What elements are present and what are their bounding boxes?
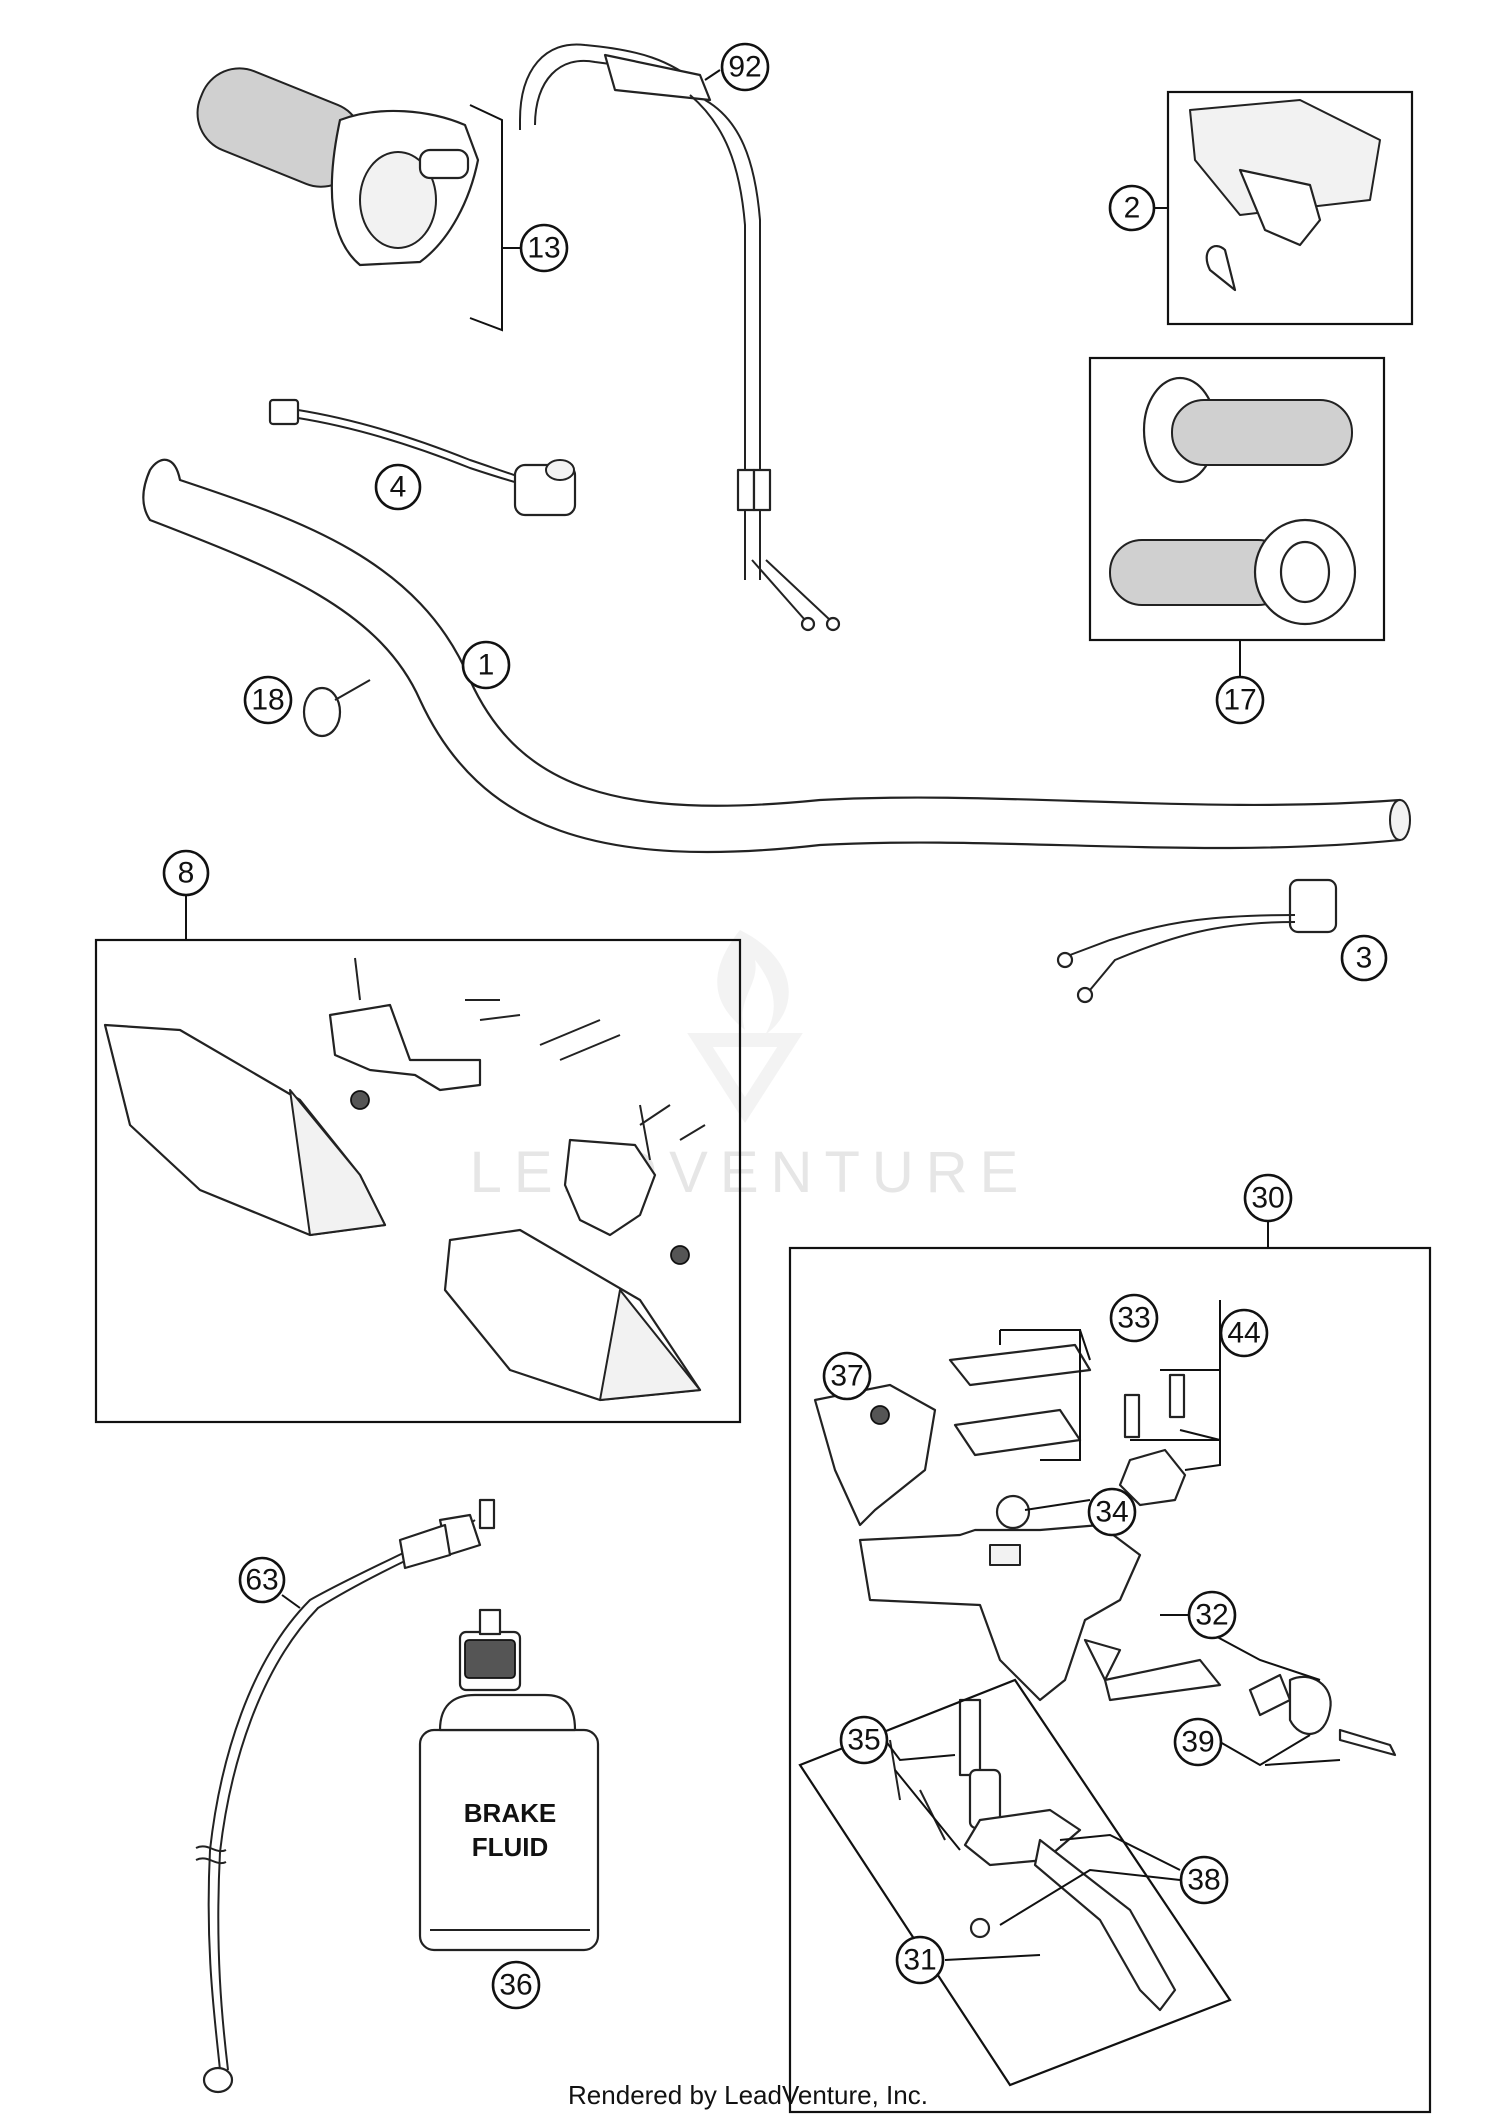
callout-38: 38: [1179, 1855, 1229, 1905]
callout-63-label: 63: [245, 1564, 278, 1597]
part-3-switch: [1056, 878, 1338, 1004]
part-30-frame: [788, 1246, 1432, 2114]
part-63-brake-line: [195, 1498, 496, 2094]
callout-17-label: 17: [1223, 684, 1256, 717]
callout-33: 33: [1109, 1293, 1159, 1343]
callout-18-label: 18: [251, 684, 284, 717]
brake-fluid-label-line1: BRAKE: [464, 1798, 556, 1828]
part-2-switch: [1189, 99, 1381, 292]
part-36-brake-fluid-can: [418, 1608, 600, 1952]
callout-2: 2: [1108, 184, 1156, 232]
callout-13-bracket: [469, 104, 503, 332]
callout-33-label: 33: [1117, 1302, 1150, 1335]
callout-8: 8: [162, 849, 210, 897]
callout-32: 32: [1187, 1590, 1237, 1640]
callout-92-label: 92: [728, 51, 761, 84]
callout-38-label: 38: [1187, 1864, 1220, 1897]
part-30-master-cylinder: [798, 1343, 1397, 2087]
callout-31: 31: [895, 1935, 945, 1985]
callout-37-label: 37: [830, 1360, 863, 1393]
callout-34: 34: [1087, 1487, 1137, 1537]
callout-92: 92: [720, 42, 770, 92]
callout-35: 35: [839, 1715, 889, 1765]
callout-18: 18: [243, 675, 293, 725]
part-8-frame: [94, 938, 742, 1424]
throttle-cables: [519, 43, 841, 632]
callout-32-label: 32: [1195, 1599, 1228, 1632]
callout-31-label: 31: [903, 1944, 936, 1977]
callout-44-label: 44: [1227, 1317, 1260, 1350]
callout-92-leader: [704, 69, 721, 81]
part-1-handlebar: [142, 458, 1411, 854]
part-17-grips: [1109, 376, 1357, 626]
callout-36: 36: [491, 1960, 541, 2010]
callout-1-label: 1: [478, 649, 495, 682]
callout-30: 30: [1243, 1173, 1293, 1223]
watermark-logo: [687, 930, 803, 1123]
callout-1: 1: [461, 640, 511, 690]
callout-13-label: 13: [527, 232, 560, 265]
callout-2-label: 2: [1124, 192, 1141, 225]
part-30-leaders: [884, 1300, 1341, 1961]
throttle-grip-assembly: [196, 67, 480, 267]
part-4-switch: [268, 398, 577, 517]
callout-63: 63: [238, 1556, 286, 1604]
callout-13: 13: [519, 223, 569, 273]
callout-3: 3: [1340, 934, 1388, 982]
footer-credit: Rendered by LeadVenture, Inc.: [568, 2080, 928, 2110]
callout-17: 17: [1215, 675, 1265, 725]
brake-fluid-label-line2: FLUID: [472, 1832, 549, 1862]
callout-37: 37: [822, 1351, 872, 1401]
callout-4-label: 4: [390, 471, 407, 504]
part-17-frame: [1088, 356, 1386, 642]
callout-8-label: 8: [178, 857, 195, 890]
callout-36-label: 36: [499, 1969, 532, 2002]
callout-35-label: 35: [847, 1724, 880, 1757]
callout-63-leader: [281, 1594, 301, 1609]
callout-3-label: 3: [1356, 942, 1373, 975]
callout-39: 39: [1173, 1717, 1223, 1767]
watermark-text: LEADVENTURE: [470, 1140, 1031, 1205]
callout-34-label: 34: [1095, 1496, 1128, 1529]
part-8-handguards: [103, 957, 706, 1402]
callout-30-label: 30: [1251, 1182, 1284, 1215]
callout-4: 4: [374, 463, 422, 511]
part-18-cable-tie: [302, 679, 371, 738]
callout-39-label: 39: [1181, 1726, 1214, 1759]
callout-44: 44: [1219, 1308, 1269, 1358]
